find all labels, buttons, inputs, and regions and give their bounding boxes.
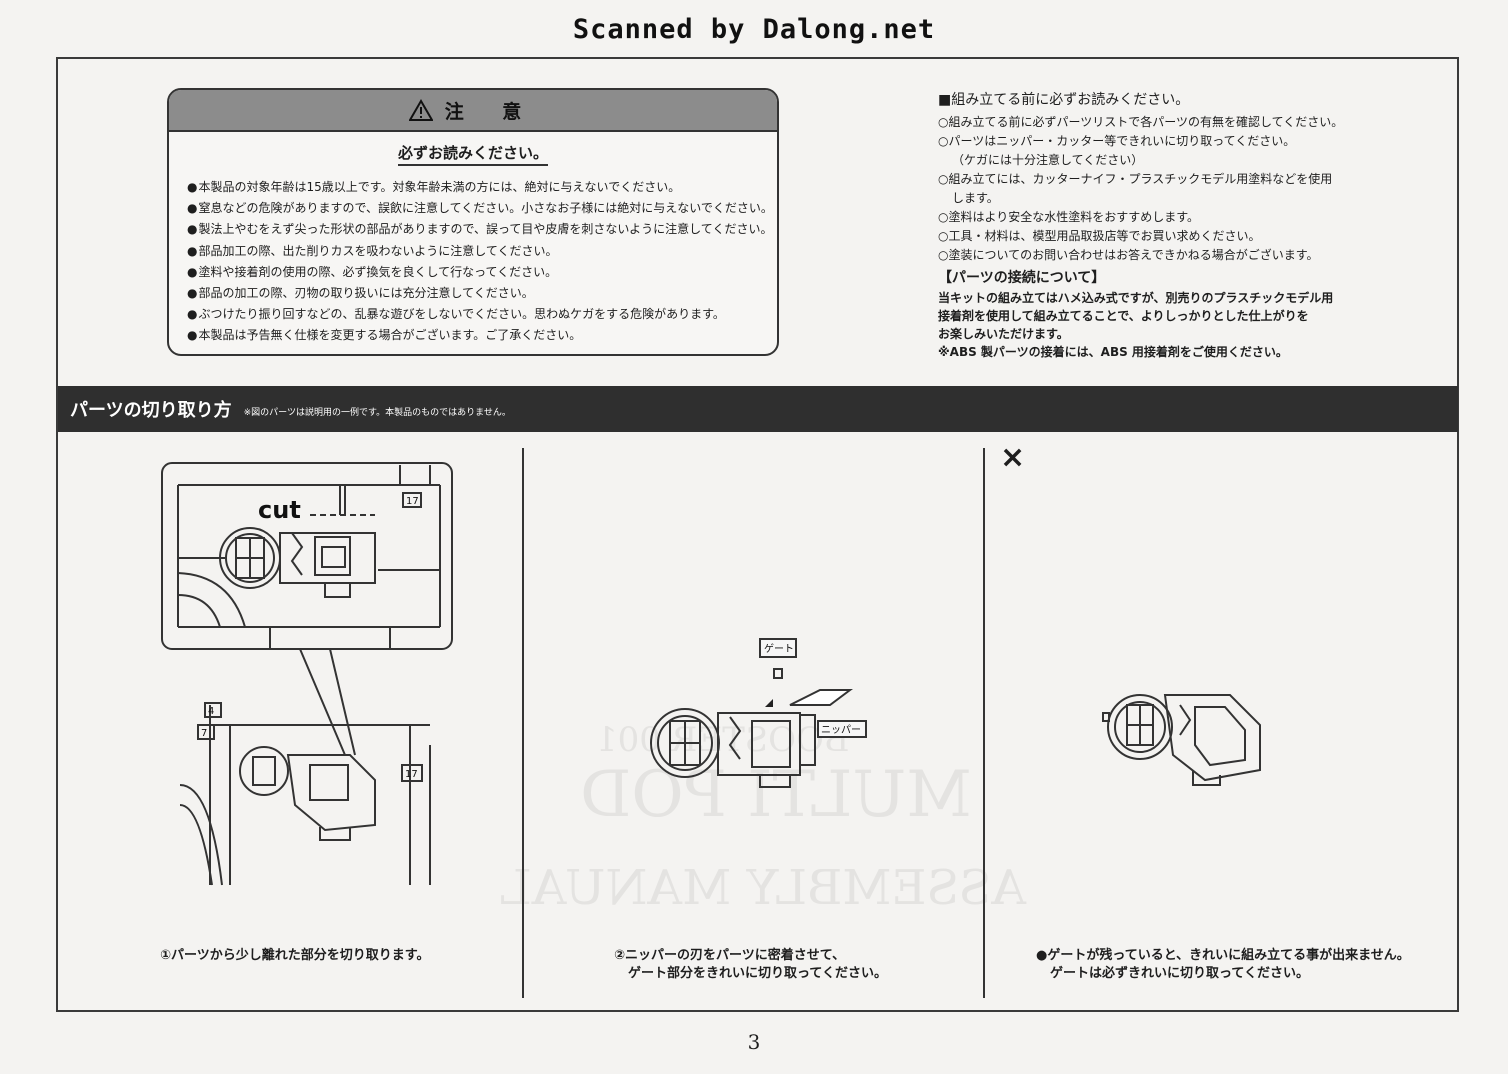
runner-label: 17 <box>406 496 419 507</box>
runner-label: 4 <box>208 706 214 717</box>
caution-item: 本製品の対象年齢は15歳以上です。対象年齢未満の方には、絶対に与えないでください… <box>187 177 777 198</box>
runner-label: 7 <box>201 728 207 739</box>
step2-caption-line: ②ニッパーの刃をパーツに密着させて、 <box>614 948 846 963</box>
page-number: 3 <box>747 1030 761 1054</box>
caution-item: 製法上やむをえず尖った形状の部品がありますので、誤って目や皮膚を刺さないように注… <box>187 219 777 240</box>
note-item: ○塗装についてのお問い合わせはお答えできかねる場合がございます。 <box>938 248 1319 262</box>
panel-divider <box>983 448 985 998</box>
connection-line: お楽しみいただけます。 <box>938 327 1069 341</box>
note-item: ○組み立てる前に必ずパーツリストで各パーツの有無を確認してください。 <box>938 115 1344 129</box>
step2-caption-line: ゲート部分をきれいに切り取ってください。 <box>628 966 887 981</box>
caution-title: 注 意 <box>444 100 538 123</box>
note-item: します。 <box>952 191 999 205</box>
assembly-notes: ■組み立てる前に必ずお読みください。 ○組み立てる前に必ずパーツリストで各パーツ… <box>938 89 1408 361</box>
step1-caption: ①パーツから少し離れた部分を切り取ります。 <box>160 948 430 963</box>
page-frame <box>56 57 1459 1012</box>
gate-label: ゲート <box>764 643 794 655</box>
section-title: パーツの切り取り方 <box>70 400 232 421</box>
note-item: （ケガには十分注意してください） <box>952 153 1144 167</box>
section-note: ※図のパーツは説明用の一例です。本製品のものではありません。 <box>243 407 511 418</box>
caution-item: 本製品は予告無く仕様を変更する場合がございます。ご了承ください。 <box>187 325 777 346</box>
caution-item: 塗料や接着剤の使用の際、必ず換気を良くして行なってください。 <box>187 262 777 283</box>
step2-illustration: ゲート ニッパー <box>650 638 867 788</box>
section-band: パーツの切り取り方 ※図のパーツは説明用の一例です。本製品のものではありません。 <box>58 386 1458 432</box>
caution-list: 本製品の対象年齢は15歳以上です。対象年齢未満の方には、絶対に与えないでください… <box>187 177 777 347</box>
nipper-label: ニッパー <box>821 724 861 736</box>
caution-item: 窒息などの危険がありますので、誤飲に注意してください。小さなお子様には絶対に与え… <box>187 198 777 219</box>
caution-subtitle: 必ずお読みください。 <box>169 142 777 166</box>
step3-illustration <box>1102 694 1261 786</box>
connection-title: 【パーツの接続について】 <box>938 270 1106 286</box>
note-item: ○パーツはニッパー・カッター等できれいに切り取ってください。 <box>938 134 1296 148</box>
note-item: ○工具・材料は、模型用品取扱店等でお買い求めください。 <box>938 229 1261 243</box>
step3-caption: ●ゲートが残っていると、きれいに組み立てる事が出来ません。 ゲートは必ずきれいに… <box>1036 947 1410 983</box>
caution-box: 注 意 必ずお読みください。 本製品の対象年齢は15歳以上です。対象年齢未満の方… <box>167 88 779 356</box>
step1-illustration: cut 17 4 7 17 <box>161 462 453 886</box>
caution-item: 部品の加工の際、刃物の取り扱いには充分注意してください。 <box>187 283 777 304</box>
caution-item: ぶつけたり振り回すなどの、乱暴な遊びをしないでください。思わぬケガをする危険があ… <box>187 304 777 325</box>
panel-divider <box>522 448 524 998</box>
notes-heading: ■組み立てる前に必ずお読みください。 <box>938 92 1190 108</box>
runner-label: 17 <box>405 769 418 780</box>
caution-item: 部品加工の際、出た削りカスを吸わないように注意してください。 <box>187 241 777 262</box>
connection-line: 接着剤を使用して組み立てることで、よりしっかりとした仕上がりを <box>938 309 1309 323</box>
step2-caption: ②ニッパーの刃をパーツに密着させて、 ゲート部分をきれいに切り取ってください。 <box>614 947 887 983</box>
note-item: ○組み立てには、カッターナイフ・プラスチックモデル用塗料などを使用 <box>938 172 1333 186</box>
caution-header: 注 意 <box>169 90 777 132</box>
connection-line: 当キットの組み立てはハメ込み式ですが、別売りのプラスチックモデル用 <box>938 291 1334 305</box>
cross-mark-icon: × <box>1000 440 1026 475</box>
cut-label: cut <box>258 496 301 524</box>
step3-caption-line: ●ゲートが残っていると、きれいに組み立てる事が出来ません。 <box>1036 948 1410 963</box>
warning-icon <box>408 99 433 121</box>
watermark-line3: ASSEMBLY MANUAL <box>500 860 1027 916</box>
step3-caption-line: ゲートは必ずきれいに切り取ってください。 <box>1050 966 1309 981</box>
connection-line: ※ABS 製パーツの接着には、ABS 用接着剤をご使用ください。 <box>938 345 1288 359</box>
note-item: ○塗料はより安全な水性塗料をおすすめします。 <box>938 210 1200 224</box>
scan-banner: Scanned by Dalong.net <box>572 14 936 45</box>
